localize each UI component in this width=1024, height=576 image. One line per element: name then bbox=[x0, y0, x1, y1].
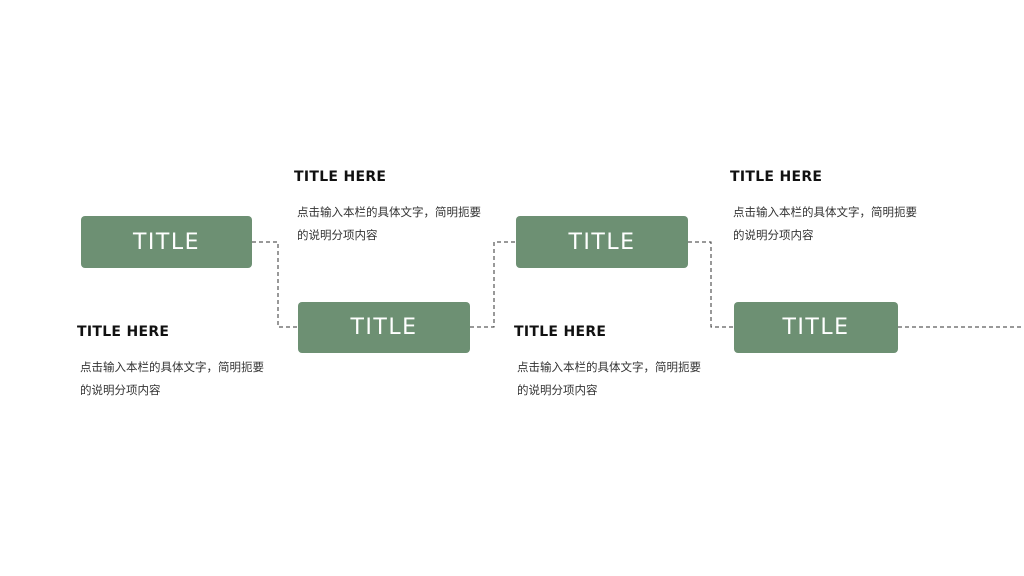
connector-3-4 bbox=[688, 241, 734, 328]
step-3-heading: TITLE HERE bbox=[514, 324, 607, 340]
step-1-description: 点击输入本栏的具体文字，简明扼要的说明分项内容 bbox=[80, 360, 264, 397]
connector-2-3 bbox=[470, 241, 516, 328]
step-3-description: 点击输入本栏的具体文字，简明扼要的说明分项内容 bbox=[517, 360, 701, 397]
step-2-description: 点击输入本栏的具体文字，简明扼要的说明分项内容 bbox=[297, 205, 481, 242]
step-2-box[interactable]: TITLE bbox=[298, 302, 470, 353]
step-1-heading: TITLE HERE bbox=[77, 324, 170, 340]
step-4-heading: TITLE HERE bbox=[730, 169, 823, 185]
step-4-description: 点击输入本栏的具体文字，简明扼要的说明分项内容 bbox=[733, 205, 917, 242]
step-4-box[interactable]: TITLE bbox=[734, 302, 898, 353]
step-3-box[interactable]: TITLE bbox=[516, 216, 688, 268]
connector-1-2 bbox=[252, 241, 298, 328]
step-1-box[interactable]: TITLE bbox=[81, 216, 252, 268]
step-2-heading: TITLE HERE bbox=[294, 169, 387, 185]
